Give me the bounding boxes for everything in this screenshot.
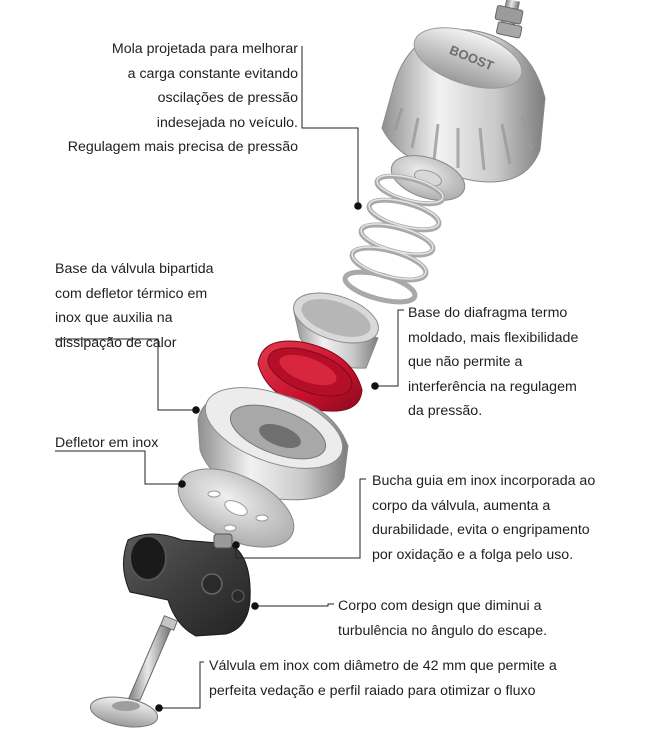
callout-bushing-line: durabilidade, evita o engripamento [372, 522, 590, 539]
dot-deflector [178, 480, 186, 488]
dot-valve [155, 704, 163, 712]
leader-diaphragm [376, 309, 404, 387]
callout-diaphragm-line: Base do diafragma termo [408, 305, 568, 321]
callout-deflector: Defletor em inox [55, 431, 158, 456]
callout-spring-line: indesejada no veículo. [156, 114, 298, 131]
dot-diaphragm [371, 382, 379, 390]
callout-bushing-line: por oxidação e a folga pelo uso. [372, 546, 574, 563]
callout-deflector-line: Defletor em inox [55, 435, 159, 451]
callout-spring: Mola projetada para melhorar a carga con… [40, 37, 298, 160]
callout-base-line: Base da válvula bipartida [55, 261, 214, 277]
dot-base [192, 406, 200, 414]
callout-spring-line: a carga constante evitando [127, 65, 298, 82]
red-diaphragm [257, 340, 363, 412]
callout-diaphragm: Base do diafragma termo moldado, mais fl… [408, 301, 578, 424]
callout-base-line: dissipação de calor [55, 334, 177, 351]
leader-valve [160, 661, 204, 709]
leader-deflector [55, 450, 180, 485]
callout-spring-line: Mola projetada para melhorar [111, 41, 298, 57]
callout-base-line: com defletor térmico em [55, 285, 208, 302]
adjust-screw [494, 0, 524, 39]
callout-valve-base: Base da válvula bipartida com defletor t… [55, 257, 214, 355]
callout-diaphragm-line: da pressão. [408, 403, 483, 420]
leader-lines [55, 46, 404, 709]
callout-valve-line: Válvula em inox com diâmetro de 42 mm qu… [209, 658, 557, 674]
spring-seat-disc [390, 155, 466, 201]
callout-bushing-line: corpo da válvula, aumenta a [372, 497, 551, 514]
deflector-disc [177, 468, 295, 548]
leader-dots [155, 202, 379, 712]
valve-body [123, 533, 251, 637]
valve-base-ring [197, 387, 349, 501]
callout-diaphragm-line: que não permite a [408, 354, 523, 371]
callout-body-line: Corpo com design que diminui a [338, 598, 542, 614]
leader-spring [301, 46, 359, 204]
callout-valve-line: perfeita vedação e perfil raiado para ot… [209, 682, 536, 699]
callout-spring-line: oscilações de pressão [157, 90, 298, 107]
leader-bushing [235, 478, 366, 559]
dot-bushing [232, 541, 240, 549]
callout-valve: Válvula em inox com diâmetro de 42 mm qu… [209, 654, 557, 703]
valve-cap: BOOST [381, 27, 546, 183]
dot-body [251, 602, 259, 610]
dot-spring [354, 202, 362, 210]
callout-body-line: turbulência no ângulo do escape. [338, 622, 548, 639]
callout-bushing: Bucha guia em inox incorporada ao corpo … [372, 469, 595, 567]
callout-bushing-line: Bucha guia em inox incorporada ao [372, 473, 596, 489]
leader-body [256, 603, 334, 607]
valve-stem [89, 615, 179, 728]
callout-diaphragm-line: interferência na regulagem [408, 378, 577, 395]
callout-base-line: inox que auxilia na [55, 310, 173, 327]
callout-spring-line: Regulagem mais precisa de pressão [67, 139, 298, 156]
callout-body: Corpo com design que diminui a turbulênc… [338, 594, 547, 643]
leader-base [55, 338, 193, 411]
callout-diaphragm-line: moldado, mais flexibilidade [408, 329, 579, 346]
